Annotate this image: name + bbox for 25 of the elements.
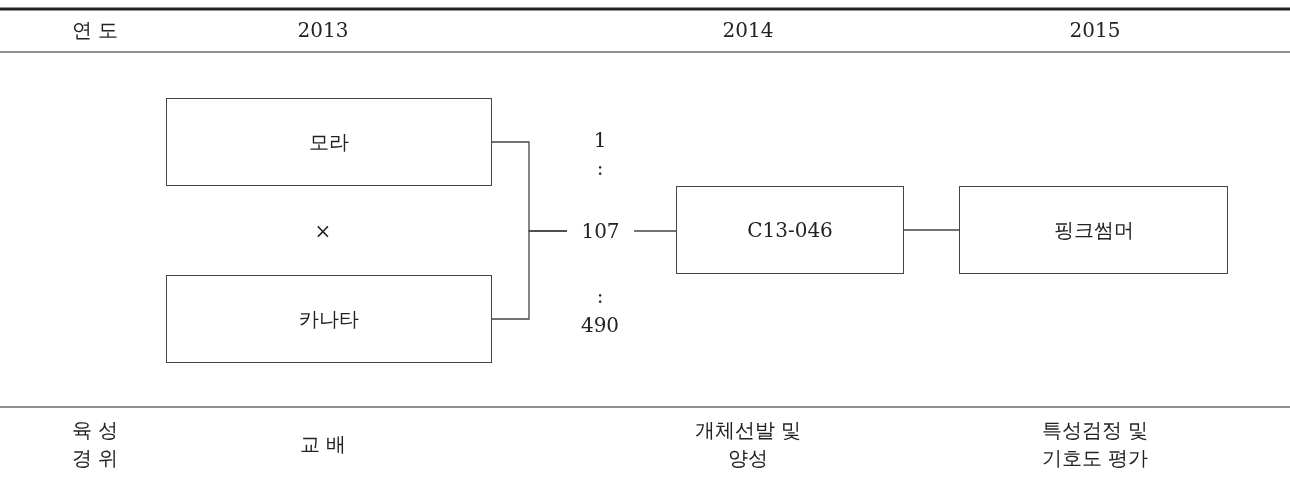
connector-line — [491, 230, 568, 320]
column-header: 2014 — [721, 17, 775, 44]
node-label: 모라 — [309, 128, 349, 156]
count-label: 1 — [593, 127, 607, 154]
process-box — [166, 98, 492, 186]
table-text: 개체선발 및 양성 — [693, 417, 803, 472]
row-header: 육 성 경 위 — [70, 417, 120, 472]
ratio-colon: : — [596, 155, 604, 182]
cross-symbol: × — [313, 218, 333, 245]
process-box — [676, 186, 904, 274]
ratio-colon: : — [596, 283, 604, 310]
count-label: 490 — [580, 312, 620, 339]
count-label: 107 — [567, 217, 634, 245]
node-label: C13-046 — [747, 218, 833, 242]
connector-line — [633, 230, 677, 232]
column-header: 2013 — [296, 17, 350, 44]
connector-line — [903, 229, 960, 231]
process-box — [959, 186, 1228, 274]
node-label: 카나타 — [299, 305, 359, 333]
table-text: 특성검정 및 기호도 평가 — [1040, 417, 1150, 472]
process-box — [166, 275, 492, 363]
node-label: 핑크썸머 — [1053, 216, 1134, 244]
column-header: 연 도 — [70, 17, 120, 44]
table-text: 교 배 — [298, 431, 348, 458]
column-header: 2015 — [1068, 17, 1122, 44]
